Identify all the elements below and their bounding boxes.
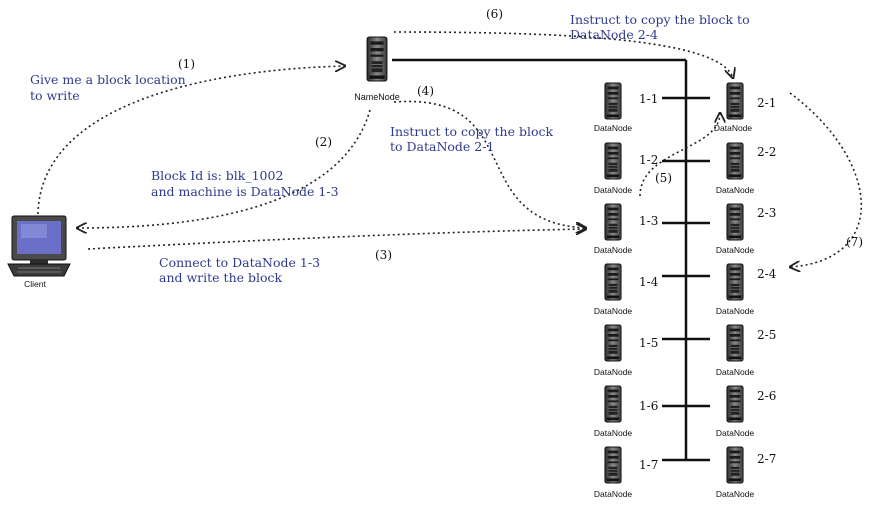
datanode-label: DataNode <box>594 185 633 195</box>
datanode-label: DataNode <box>716 367 755 377</box>
datanode-server-icon <box>604 142 622 180</box>
namenode-server-icon <box>366 36 388 82</box>
datanode-server-icon <box>604 324 622 362</box>
message-arrows <box>37 31 863 267</box>
datanode-1-2: DataNode 1-2 <box>594 142 658 195</box>
datanode-label: DataNode <box>594 306 633 316</box>
step-7-label: (7) <box>846 235 863 249</box>
rack1-node-id: 1-3 <box>639 214 658 228</box>
msg-connect-line-1: Connect to DataNode 1-3 <box>159 255 320 270</box>
datanode-2-6: DataNode 2-6 <box>716 385 776 438</box>
arrow-step-3 <box>87 229 586 250</box>
arrow-step-4 <box>393 100 586 228</box>
datanode-label: DataNode <box>716 428 755 438</box>
arrow-step-2 <box>77 109 371 228</box>
datanode-label: DataNode <box>594 245 633 255</box>
datanode-2-7: DataNode 2-7 <box>716 446 776 499</box>
datanode-2-3: DataNode 2-3 <box>716 203 776 255</box>
step-4-label: (4) <box>417 84 434 98</box>
msg-block-id-line-1: Block Id is: blk_1002 <box>151 168 283 183</box>
datanode-2-2: DataNode 2-2 <box>716 142 776 195</box>
step-2-label: (2) <box>315 135 332 149</box>
datanode-1-7: DataNode 1-7 <box>594 446 658 499</box>
rack1-node-id: 1-4 <box>639 275 659 289</box>
datanode-server-icon <box>726 324 744 362</box>
step-5-label: (5) <box>655 171 672 185</box>
msg-connect-line-2: and write the block <box>159 270 283 285</box>
step-6-label: (6) <box>486 7 503 21</box>
msg-block-id-line-2: and machine is DataNode 1-3 <box>151 184 339 199</box>
rack1-node-id: 1-7 <box>639 458 658 472</box>
datanode-server-icon <box>604 385 622 423</box>
rack1-node-id: 1-1 <box>639 92 658 106</box>
datanode-2-1: DataNode 2-1 <box>714 82 776 133</box>
datanode-label: DataNode <box>716 489 755 499</box>
datanode-label: DataNode <box>594 367 633 377</box>
datanode-label: DataNode <box>594 489 633 499</box>
arrow-step-1 <box>37 66 345 215</box>
client-label: Client <box>24 279 46 289</box>
datanode-server-icon <box>726 385 744 423</box>
step-1-label: (1) <box>178 57 195 71</box>
datanode-server-icon <box>726 446 744 484</box>
rack1-node-id: 1-6 <box>639 399 658 413</box>
msg-instruct-2-1-line-1: Instruct to copy the block <box>390 124 554 139</box>
datanode-label: DataNode <box>714 123 753 133</box>
msg-instruct-2-4-line-2: DataNode 2-4 <box>570 27 658 42</box>
datanode-server-icon <box>604 263 622 301</box>
datanode-label: DataNode <box>594 428 633 438</box>
rack2-node-id: 2-7 <box>757 452 776 466</box>
arrow-step-7 <box>790 92 863 267</box>
step-numbers: (1) (2) (3) (4) (5) (6) (7) <box>178 7 863 262</box>
rack1-node-id: 1-2 <box>639 153 658 167</box>
rack2-node-id: 2-1 <box>757 96 776 110</box>
datanode-1-5: DataNode 1-5 <box>594 324 658 377</box>
rack-1: DataNode 1-1 DataNode 1-2 DataNode 1-3 D… <box>594 82 659 499</box>
datanode-1-6: DataNode 1-6 <box>594 385 658 438</box>
datanode-server-icon <box>726 142 744 180</box>
datanode-2-4: DataNode 2-4 <box>716 263 777 316</box>
msg-give-location-line-2: to write <box>30 88 80 103</box>
network-lines <box>392 58 710 462</box>
msg-instruct-2-4-line-1: Instruct to copy the block to <box>570 12 750 27</box>
datanode-server-icon <box>604 446 622 484</box>
datanode-label: DataNode <box>716 185 755 195</box>
step-3-label: (3) <box>375 248 392 262</box>
datanode-1-1: DataNode 1-1 <box>594 82 658 133</box>
rack2-node-id: 2-4 <box>757 267 777 281</box>
msg-instruct-2-1-line-2: to DataNode 2-1 <box>390 139 494 154</box>
rack1-node-id: 1-5 <box>639 336 658 350</box>
datanode-server-icon <box>726 82 744 120</box>
datanode-label: DataNode <box>716 306 755 316</box>
rack2-node-id: 2-2 <box>757 145 776 159</box>
datanode-2-5: DataNode 2-5 <box>716 324 776 377</box>
arrow-step-6 <box>393 31 733 78</box>
rack-2: DataNode 2-1 DataNode 2-2 DataNode 2-3 D… <box>714 82 777 499</box>
msg-give-location-line-1: Give me a block location <box>30 72 186 87</box>
datanode-1-4: DataNode 1-4 <box>594 263 659 316</box>
rack2-node-id: 2-6 <box>757 389 776 403</box>
datanode-server-icon <box>604 82 622 120</box>
datanode-label: DataNode <box>716 245 755 255</box>
client: Client <box>7 215 71 289</box>
datanode-server-icon <box>726 263 744 301</box>
datanode-server-icon <box>604 203 622 241</box>
namenode-label: NameNode <box>354 92 400 102</box>
datanode-server-icon <box>726 203 744 241</box>
message-texts: Give me a block location to write Block … <box>30 12 750 285</box>
rack2-node-id: 2-3 <box>757 206 776 220</box>
rack2-node-id: 2-5 <box>757 328 776 342</box>
computer-icon <box>7 215 71 277</box>
datanode-1-3: DataNode 1-3 <box>594 203 658 255</box>
namenode: NameNode <box>354 36 400 102</box>
datanode-label: DataNode <box>594 123 633 133</box>
